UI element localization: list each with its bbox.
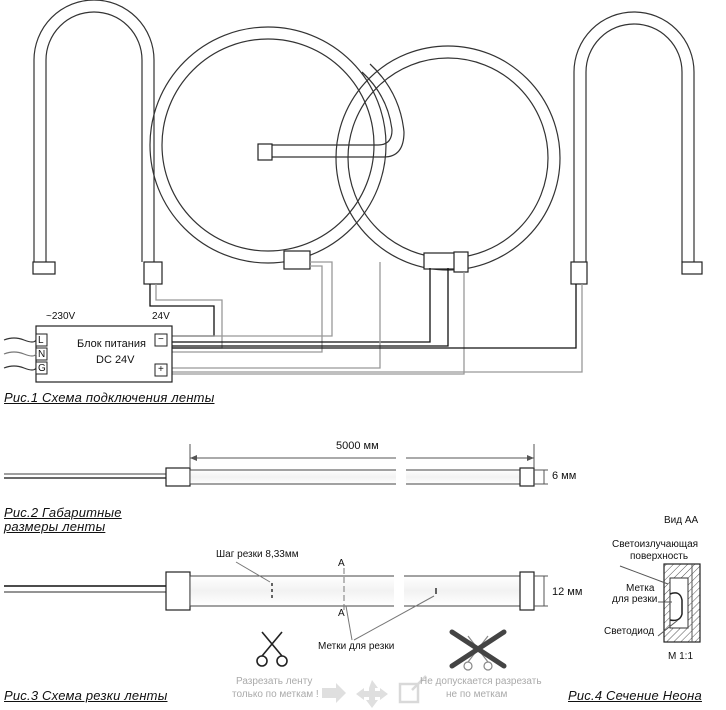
fig1-neon-shapes xyxy=(33,0,695,271)
e-bar-inner xyxy=(272,63,405,158)
left-end-cap xyxy=(32,261,56,275)
fig3-caption: Рис.3 Схема резки ленты xyxy=(4,688,168,703)
fig2-caption-line2: размеры ленты xyxy=(4,519,106,534)
circle-o-inner xyxy=(347,57,549,259)
fig3-strip xyxy=(4,561,548,641)
o-connector-b xyxy=(453,251,469,273)
cut-mark-label-line1: Метка xyxy=(626,583,655,594)
fig1-connectors xyxy=(32,143,703,285)
length-dimension: 5000 мм xyxy=(336,440,379,452)
terminal-plus: + xyxy=(158,364,164,375)
cut-marks-label: Метки для резки xyxy=(318,641,395,652)
terminal-g: G xyxy=(38,363,46,374)
left-hairpin-outer xyxy=(33,0,155,262)
view-aa-label: Вид АА xyxy=(664,515,699,526)
fig2-caption-line1: Рис.2 Габаритные xyxy=(4,505,122,520)
cut-mark-label-line2: для резки xyxy=(612,594,658,605)
psu-voltage: DC 24V xyxy=(96,354,135,366)
surface-label-line1: Светоизлучающая xyxy=(612,539,699,550)
left-hairpin-inner xyxy=(45,11,143,262)
width-dimension: 6 мм xyxy=(552,470,577,482)
height-dimension: 12 мм xyxy=(552,586,583,598)
fig4-caption: Рис.4 Сечение Неона xyxy=(568,688,702,703)
e-end-cap xyxy=(257,143,273,161)
right-end-cap xyxy=(681,261,703,275)
fig2-strip xyxy=(4,444,548,488)
dc-voltage-label: 24V xyxy=(152,311,170,322)
terminal-n: N xyxy=(38,349,46,360)
e-connector xyxy=(283,250,311,270)
cut-bad-line1: Не допускается разрезать xyxy=(420,676,542,687)
led-label: Светодиод xyxy=(604,626,655,637)
fig1-wires xyxy=(149,261,583,375)
cut-ok-line1: Разрезать ленту xyxy=(236,676,313,687)
cut-step-label: Шаг резки 8,33мм xyxy=(216,549,299,560)
crossed-scissors-icon xyxy=(449,629,507,671)
right-hairpin-outer xyxy=(573,11,695,262)
e-bar-outer xyxy=(272,71,393,146)
circle-e-outer xyxy=(149,26,387,264)
cut-ok-line2: только по меткам ! xyxy=(232,689,319,700)
power-supply xyxy=(3,325,173,383)
right-connector xyxy=(570,261,588,285)
section-mark-top: A xyxy=(338,558,345,569)
scissors-icon xyxy=(256,631,288,667)
psu-title: Блок питания xyxy=(77,338,146,350)
fig1-caption: Рис.1 Схема подключения ленты xyxy=(4,390,215,405)
cut-bad-line2: не по меткам xyxy=(446,689,508,700)
terminal-minus: − xyxy=(158,334,164,345)
fig4-section xyxy=(619,563,701,643)
left-connector xyxy=(143,261,163,285)
section-mark-bottom: A xyxy=(338,608,345,619)
right-hairpin-inner xyxy=(585,23,683,262)
surface-label-line2: поверхность xyxy=(630,551,689,562)
move-icon xyxy=(356,680,388,708)
expand-icon xyxy=(398,675,427,704)
scale-label: М 1:1 xyxy=(668,651,694,662)
arrow-right-icon xyxy=(322,683,346,703)
overlay-toolbar-ghost xyxy=(322,675,427,708)
terminal-l: L xyxy=(38,335,44,346)
ac-voltage-label: ~230V xyxy=(46,311,76,322)
